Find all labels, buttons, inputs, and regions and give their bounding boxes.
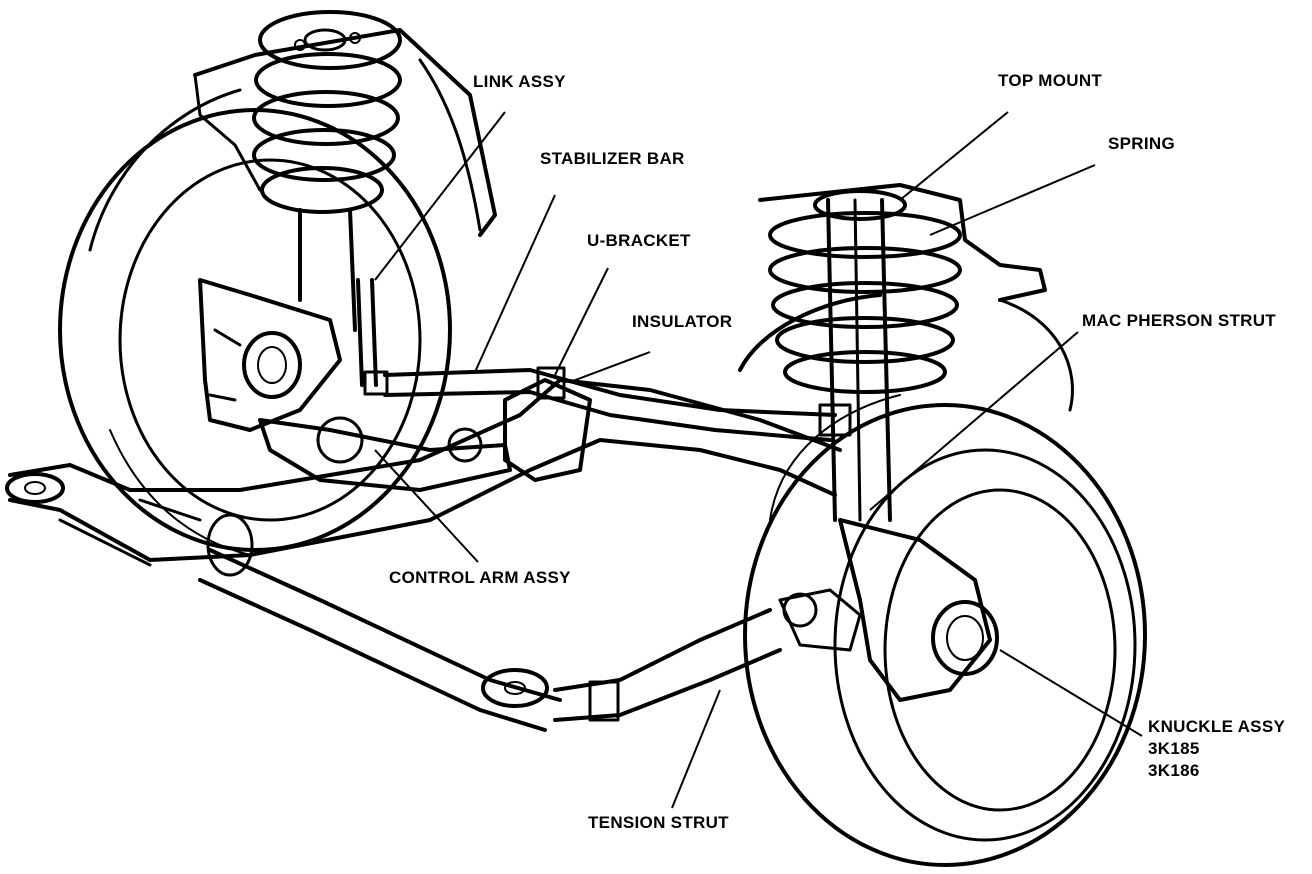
leader-top-mount	[899, 111, 1009, 201]
label-knuckle-part-2: 3K186	[1148, 761, 1200, 780]
leader-mac-pherson-strut	[869, 331, 1079, 511]
leader-control-arm-assy	[374, 449, 479, 563]
right-wheel	[743, 394, 1147, 867]
left-strut-tower	[193, 28, 497, 237]
right-macpherson-strut	[768, 189, 962, 522]
leader-link-assy	[374, 111, 506, 281]
left-coil-spring	[252, 10, 402, 332]
leader-knuckle-assy	[999, 649, 1143, 737]
leader-spring	[929, 164, 1096, 236]
right-fender	[738, 183, 1074, 412]
leader-insulator	[569, 351, 651, 383]
label-link-assy: LINK ASSY	[473, 72, 566, 91]
label-control-arm-assy: CONTROL ARM ASSY	[389, 568, 571, 587]
label-insulator: INSULATOR	[632, 312, 733, 331]
tension-strut	[198, 513, 782, 732]
subframe	[5, 378, 842, 567]
label-stabilizer-bar: STABILIZER BAR	[540, 149, 685, 168]
label-mac-pherson-strut: MAC PHERSON STRUT	[1082, 311, 1276, 330]
right-knuckle	[778, 518, 999, 702]
leader-u-bracket	[554, 267, 609, 376]
leader-tension-strut	[671, 689, 721, 809]
stabilizer-bar	[383, 366, 837, 442]
leader-lines	[374, 111, 1143, 809]
label-top-mount: TOP MOUNT	[998, 71, 1103, 90]
leader-stabilizer-bar	[474, 194, 556, 373]
label-knuckle-part-1: 3K185	[1148, 739, 1200, 758]
label-u-bracket: U-BRACKET	[587, 231, 691, 250]
left-knuckle	[198, 278, 342, 432]
label-spring: SPRING	[1108, 134, 1175, 153]
label-knuckle-assy: KNUCKLE ASSY	[1148, 717, 1286, 736]
label-tension-strut: TENSION STRUT	[588, 813, 729, 832]
left-link-assy	[356, 278, 389, 396]
